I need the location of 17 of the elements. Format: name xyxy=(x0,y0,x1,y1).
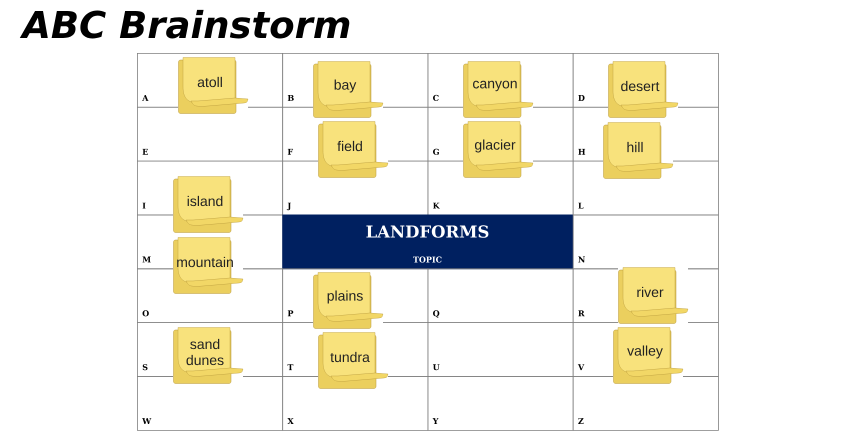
sticky-note: tundra xyxy=(318,332,388,389)
topic-banner: LANDFORMS TOPIC xyxy=(282,214,574,270)
sticky-note: bay xyxy=(313,61,384,118)
grid-cell: Y xyxy=(428,376,574,431)
sticky-note: island xyxy=(173,176,244,233)
sticky-note: glacier xyxy=(463,121,534,178)
sticky-note: hill xyxy=(603,122,674,179)
sticky-note: canyon xyxy=(463,61,534,118)
sticky-note: atoll xyxy=(178,57,248,114)
title: ABC Brainstorm xyxy=(20,10,350,39)
sticky-note: desert xyxy=(608,61,678,118)
sticky-note: sand dunes xyxy=(173,327,244,384)
grid-cell: Q xyxy=(428,268,574,324)
grid-cell: U xyxy=(428,322,574,377)
sticky-note: plains xyxy=(313,272,384,329)
sticky-note: field xyxy=(318,121,388,178)
sticky-note: valley xyxy=(613,327,684,384)
